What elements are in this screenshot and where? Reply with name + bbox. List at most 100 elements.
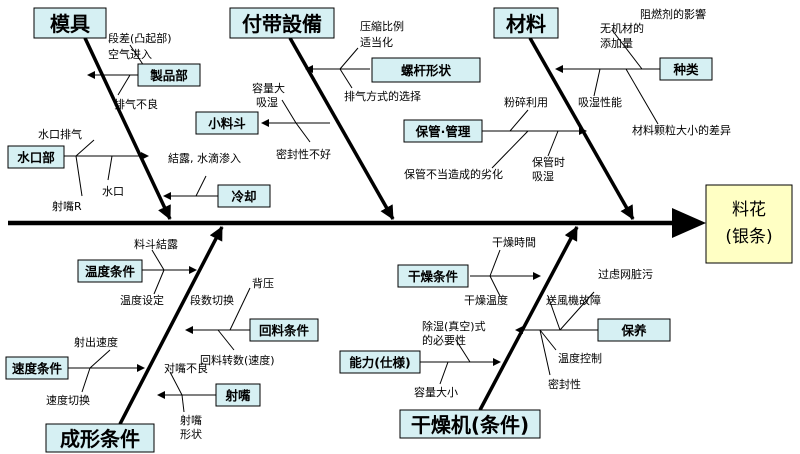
effect-box: [705, 184, 793, 264]
twig-hopper-dew: [151, 249, 165, 271]
twig-speed-switch: [81, 367, 91, 393]
spine-arrowhead: [672, 208, 706, 238]
twig-gate: [107, 155, 113, 181]
twig-cap-size: [439, 361, 449, 385]
label-step-gap: 段差(凸起部): [108, 31, 172, 45]
twig-hygro: [593, 68, 601, 97]
category-molding-label: 成形条件: [60, 427, 140, 451]
label-hygro: 吸湿性能: [578, 95, 622, 109]
label-vent-select: 排气方式的选择: [344, 89, 421, 103]
twig-suitable: [339, 47, 359, 70]
twig-sealing: [539, 329, 551, 376]
label-particle: 材料颗粒大小的差异: [632, 123, 731, 137]
label-stage-switch: 段数切换: [190, 293, 234, 307]
bone-mold: [83, 37, 172, 220]
label-inorganic: 无机材的: [600, 21, 644, 35]
sub-pipe-mgmt: 保管·管理: [403, 119, 483, 143]
label-add-amount: 添加量: [600, 36, 633, 50]
label-pulverize: 粉碎利用: [504, 95, 548, 109]
twig-storage-moist: [547, 130, 559, 157]
label-nozzle-bad: 对嘴不良: [164, 361, 208, 375]
sub-capacity-label: 能力(仕様): [349, 355, 410, 370]
label-cap-size: 容量大小: [414, 385, 458, 399]
sub-kind: 种类: [659, 57, 713, 81]
label-blower-fault: 送風機故障: [546, 293, 601, 307]
label-dehum1: 除湿(真空)式: [422, 319, 486, 333]
twig-back-press: [229, 287, 251, 331]
twig-filter: [559, 291, 595, 331]
twig-exhaust: [117, 74, 131, 96]
label-suitable: 适当化: [360, 35, 393, 49]
label-air-enter: 空气进入: [108, 47, 152, 61]
bone-molding: [118, 226, 224, 425]
sub-nozzle: 射嘴: [215, 383, 261, 407]
twig-inorganic: [611, 29, 643, 70]
twig-recycle-speed: [217, 329, 235, 351]
label-inj-speed: 射出速度: [74, 335, 118, 349]
twig-dew: [195, 175, 207, 197]
twig-moisture: [281, 99, 297, 124]
twig-blower: [547, 295, 561, 331]
sub-product-part-label: 製品部: [149, 68, 188, 83]
sub-screw-shape: 螺杆形状: [371, 57, 481, 83]
twig-gate-vent: [75, 139, 95, 157]
sub-dry-cond: 干燥条件: [397, 264, 469, 288]
label-moisture-abs: 吸湿: [256, 96, 278, 109]
category-fixture-label: 付带設備: [242, 12, 322, 36]
twig-nozzle-r: [75, 155, 83, 197]
twig-nozzle-shape: [181, 394, 185, 413]
sub-nozzle-label: 射嘴: [224, 388, 251, 403]
bone-material: [528, 37, 635, 220]
sub-kind-label: 种类: [672, 62, 699, 77]
sub-pipe-mgmt-label: 保管·管理: [415, 124, 471, 139]
category-material-label: 材料: [506, 12, 546, 36]
label-nozzle-shape2: 形状: [180, 427, 202, 441]
sub-temp-cond-label: 温度条件: [85, 264, 136, 279]
category-dryer-label: 干燥机(条件): [411, 413, 529, 437]
label-dehum2: 的必要性: [422, 333, 466, 347]
sub-speed-cond: 速度条件: [5, 356, 69, 380]
label-seal-bad: 密封性不好: [276, 147, 331, 161]
twig-dehum: [455, 339, 471, 363]
category-molding: 成形条件: [45, 423, 155, 453]
label-temp-set: 温度设定: [120, 293, 164, 307]
twig-nozzle-bad: [169, 371, 183, 396]
category-dryer: 干燥机(条件): [399, 409, 541, 439]
label-dry-time: 干燥時間: [492, 236, 536, 249]
sub-small-hopper: 小料斗: [195, 111, 259, 135]
label-storage-bad: 保管不当造成的劣化: [404, 167, 503, 181]
sub-product-part: 製品部: [137, 63, 201, 87]
sub-small-hopper-label: 小料斗: [207, 116, 246, 131]
sub-maintenance-label: 保养: [620, 323, 647, 338]
label-flame-ret: 阻燃剂的影響: [640, 7, 706, 21]
twig-pulverize: [509, 109, 529, 132]
label-gate: 水口: [102, 185, 124, 198]
effect-line-1: 料花: [732, 200, 766, 220]
label-sealing: 密封性: [548, 377, 581, 391]
sub-dry-cond-label: 干燥条件: [408, 269, 459, 284]
label-recycle-speed: 回料转数(速度): [200, 353, 275, 367]
label-storage-moist2: 吸湿: [532, 170, 554, 183]
category-mold: 模具: [33, 7, 107, 39]
sub-screw-shape-label: 螺杆形状: [401, 63, 452, 78]
effect-line-2: (银条): [725, 227, 772, 247]
label-storage-moist: 保管时: [532, 155, 565, 169]
label-exhaust-bad: 排气不良: [114, 97, 158, 111]
sub-cooling-label: 冷却: [231, 189, 256, 204]
label-gate-vent: 水口排气: [38, 127, 82, 141]
twig-particle: [625, 68, 659, 125]
twig-storage-bad: [491, 130, 529, 169]
label-nozzle-r: 射嘴R: [52, 199, 82, 213]
category-fixture: 付带設備: [229, 7, 335, 39]
sub-temp-cond: 温度条件: [77, 259, 143, 283]
category-material: 材料: [493, 7, 559, 39]
label-speed-switch: 速度切换: [46, 393, 90, 407]
label-comp-ratio: 压縮比例: [360, 19, 404, 33]
category-mold-label: 模具: [50, 12, 90, 36]
twig-temp-set: [153, 269, 165, 295]
twig-dry-temp: [489, 275, 501, 297]
sub-recycle-cond: 回料条件: [249, 318, 319, 342]
label-nozzle-shape1: 射嘴: [180, 413, 202, 427]
